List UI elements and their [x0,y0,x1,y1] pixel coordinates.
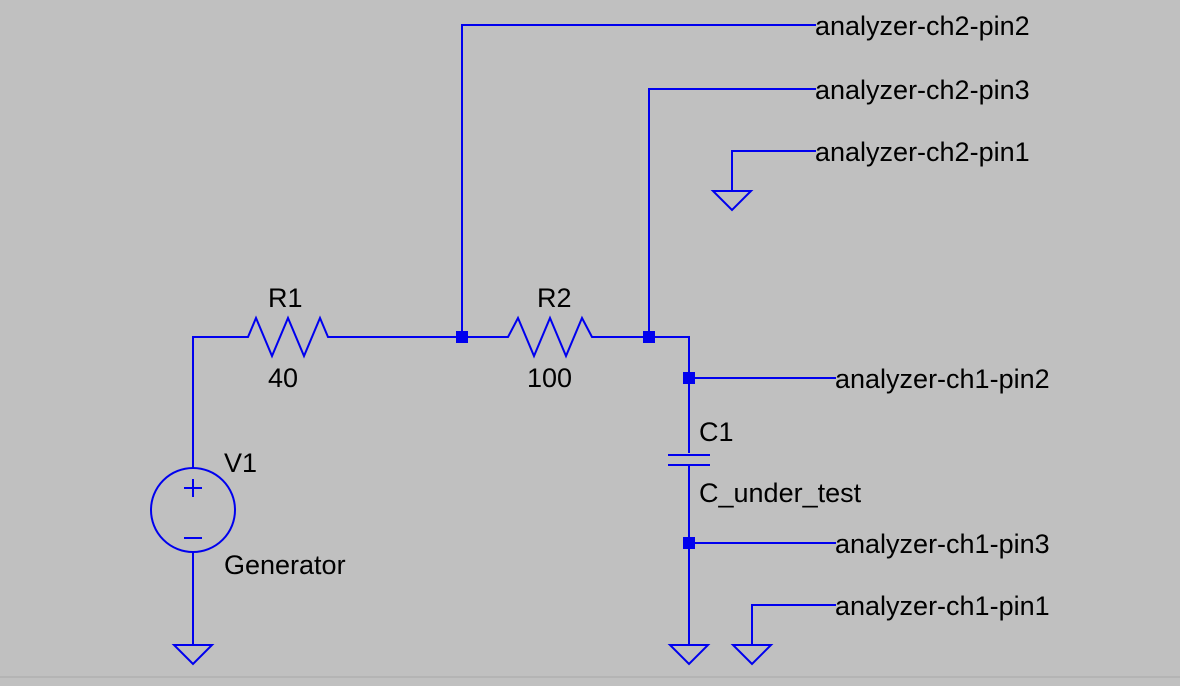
wires [192,24,836,646]
junction-dot [456,331,468,343]
net-label-ch1-pin1[interactable]: analyzer-ch1-pin1 [835,591,1050,621]
resistor-r2-symbol[interactable] [500,315,603,359]
junction-dot [683,537,695,549]
resistor-r1-value: 40 [268,363,298,393]
ground-icon[interactable] [710,190,754,212]
wire-generator-top[interactable] [192,336,241,469]
ground-icon[interactable] [730,644,774,666]
net-label-ch2-pin3[interactable]: analyzer-ch2-pin3 [815,75,1030,105]
wire-ch2-pin1[interactable] [731,150,816,192]
resistor-r2-ref: R2 [537,283,572,313]
voltage-source-v1[interactable]: V1 Generator [150,448,346,580]
voltage-source-value: Generator [224,550,346,580]
capacitor-c1-ref: C1 [699,417,734,447]
ground-icon[interactable] [667,644,711,666]
voltage-source-ref: V1 [224,448,257,478]
junction-dot [683,372,695,384]
resistor-r1-symbol[interactable] [240,315,337,359]
wire-ch1-pin1[interactable] [751,604,836,646]
capacitor-c1-value: C_under_test [699,478,862,508]
net-labels: analyzer-ch2-pin2 analyzer-ch2-pin3 anal… [815,11,1050,621]
ground-icon[interactable] [171,644,215,666]
net-label-ch2-pin1[interactable]: analyzer-ch2-pin1 [815,137,1030,167]
net-label-ch2-pin2[interactable]: analyzer-ch2-pin2 [815,11,1030,41]
wire-r2-c1[interactable] [602,336,690,453]
voltage-source-symbol[interactable] [150,467,236,553]
resistor-r1-ref: R1 [268,283,303,313]
wire-ch2-pin2[interactable] [461,24,816,338]
resistor-r1[interactable]: R1 40 [240,283,337,393]
junctions [456,331,695,549]
grounds [171,190,774,666]
resistor-r2-value: 100 [527,363,572,393]
net-label-ch1-pin2[interactable]: analyzer-ch1-pin2 [835,364,1050,394]
net-label-ch1-pin3[interactable]: analyzer-ch1-pin3 [835,529,1050,559]
capacitor-c1[interactable]: C1 C_under_test [668,417,862,508]
wire-ch2-pin3[interactable] [648,88,816,338]
junction-dot [643,331,655,343]
resistor-r2[interactable]: R2 100 [500,283,603,393]
